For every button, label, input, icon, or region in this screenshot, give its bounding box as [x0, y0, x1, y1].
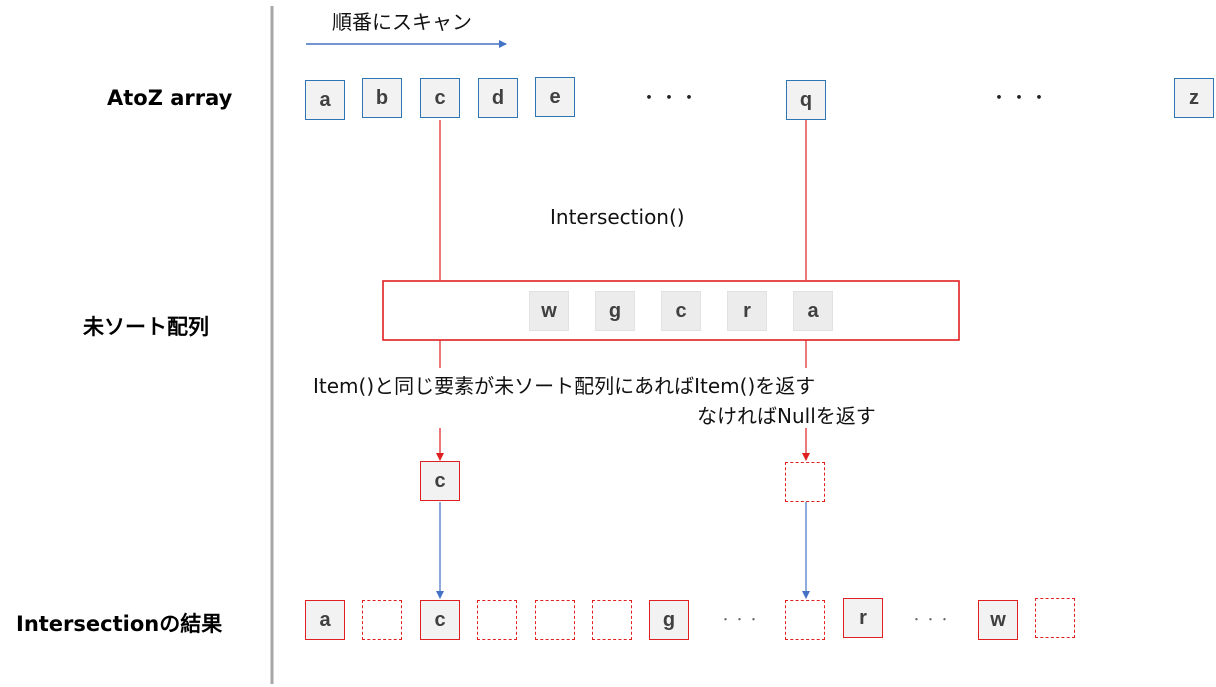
- row-label-result: Intersectionの結果: [16, 612, 223, 636]
- result-ellipsis: ・・・: [911, 613, 953, 626]
- unsorted-cell: w: [529, 291, 569, 331]
- unsorted-cell: r: [727, 291, 767, 331]
- rule-text-line2: なければNullを返す: [697, 404, 876, 428]
- result-null-cell: [592, 600, 632, 640]
- result-null-cell: [535, 600, 575, 640]
- atoz-cell: b: [362, 78, 402, 118]
- result-null-cell: [362, 600, 402, 640]
- intersection-output-cell: c: [420, 461, 460, 501]
- atoz-cell: e: [535, 77, 575, 117]
- unsorted-array-container: [382, 280, 960, 341]
- scan-label: 順番にスキャン: [332, 10, 472, 34]
- atoz-cell: q: [786, 80, 826, 120]
- unsorted-cell: g: [595, 291, 635, 331]
- atoz-cell: z: [1174, 78, 1214, 118]
- atoz-cell: c: [420, 78, 460, 118]
- result-cell: a: [305, 600, 345, 640]
- row-label-unsorted: 未ソート配列: [83, 315, 209, 339]
- result-cell: r: [843, 598, 883, 638]
- result-ellipsis: ・・・: [720, 613, 762, 626]
- atoz-ellipsis: ・・・: [990, 88, 1050, 109]
- intersection-null-cell: [785, 462, 825, 502]
- intersection-label: Intersection(): [550, 205, 685, 229]
- result-null-cell: [1035, 598, 1075, 638]
- rule-text-line1: Item()と同じ要素が未ソート配列にあればItem()を返す: [313, 374, 816, 398]
- row-label-atoz: AtoZ array: [107, 86, 233, 110]
- result-cell: c: [420, 600, 460, 640]
- result-null-cell: [477, 600, 517, 640]
- result-null-cell: [785, 600, 825, 640]
- unsorted-cell: c: [661, 291, 701, 331]
- atoz-ellipsis: ・・・: [640, 88, 700, 109]
- result-cell: g: [649, 600, 689, 640]
- unsorted-cell: a: [793, 291, 833, 331]
- atoz-cell: a: [305, 80, 345, 120]
- atoz-cell: d: [478, 78, 518, 118]
- result-cell: w: [978, 600, 1018, 640]
